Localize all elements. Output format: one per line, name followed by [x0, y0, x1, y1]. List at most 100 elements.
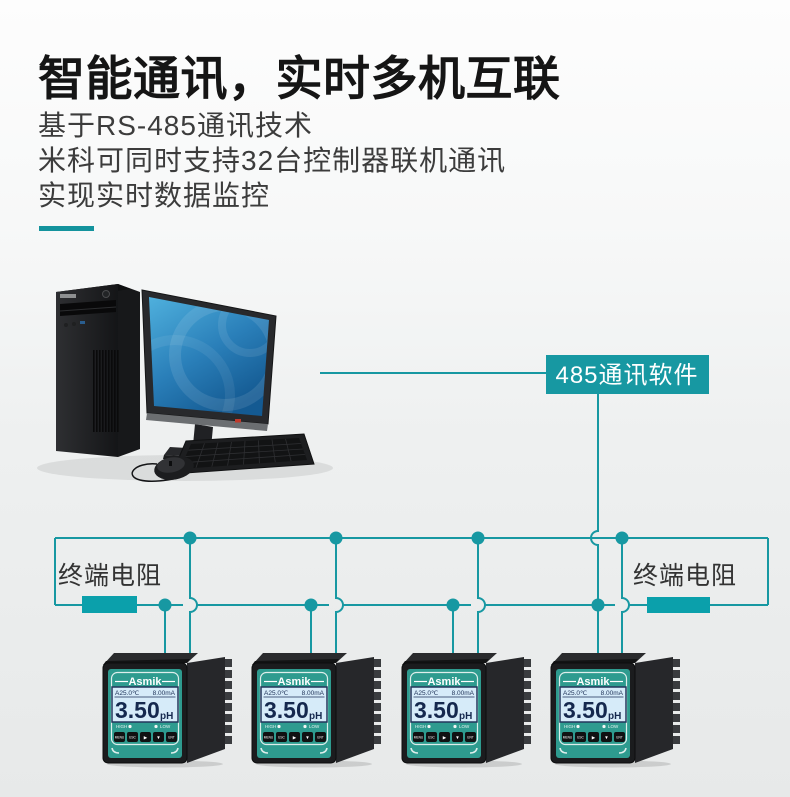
menu-button-glyph: MENU: [563, 736, 573, 740]
device-side-face: [336, 657, 374, 763]
monitor-screen: [149, 297, 269, 416]
optical-drive: [60, 300, 116, 316]
enter-button: [166, 732, 177, 742]
menu-button-glyph: MENU: [115, 736, 125, 740]
high-indicator-led: [427, 724, 431, 729]
monitor-bottom-strip: [146, 413, 268, 431]
teal-divider: [39, 226, 94, 231]
scroll-wheel: [169, 461, 172, 466]
down-arrow-button: [302, 732, 313, 742]
high-indicator-label: HIGH: [116, 724, 127, 729]
lcd-ph-unit: pH: [459, 711, 472, 722]
esc-button: [575, 732, 586, 742]
low-indicator-label: LOW: [459, 724, 470, 729]
menu-button: [413, 732, 424, 742]
key-grid: [182, 438, 306, 469]
low-indicator-led: [602, 724, 606, 729]
down-arrow-button: [601, 732, 612, 742]
ph-controller-device: Asmik A25.0℃ 8.00mA 3.50 pH HIGH LOW MEN…: [102, 653, 232, 768]
menu-button: [562, 732, 573, 742]
enter-button-glyph: ENT: [317, 736, 323, 740]
high-indicator-label: HIGH: [564, 724, 575, 729]
terminal-fins: [374, 659, 381, 744]
panel-corner-mark-left: [111, 747, 120, 754]
down-arrow-icon: ▼: [156, 735, 160, 740]
usb-port: [80, 321, 85, 324]
right-arrow-button: [289, 732, 300, 742]
brand-label: Asmik: [427, 676, 461, 688]
esc-button-glyph: ESC: [129, 736, 136, 740]
high-indicator-led: [128, 724, 132, 729]
lcd-current-reading: 8.00mA: [153, 690, 176, 697]
lcd-temp-reading: A25.0℃: [115, 690, 140, 697]
low-indicator-led: [154, 724, 158, 729]
low-indicator-label: LOW: [160, 724, 171, 729]
power-button-icon: [102, 290, 110, 298]
page-title: 智能通讯，实时多机互联: [38, 52, 561, 105]
front-port: [72, 322, 76, 326]
enter-button: [315, 732, 326, 742]
lcd-ph-value: 3.50: [563, 697, 608, 723]
panel-corner-mark-right: [469, 747, 478, 754]
panel-corner-mark-left: [410, 747, 419, 754]
lcd-display: [410, 686, 478, 723]
panel-corner-mark-right: [170, 747, 179, 754]
menu-button: [263, 732, 274, 742]
low-indicator-led: [453, 724, 457, 729]
device-drop-wires: [164, 538, 630, 655]
brand-label: Asmik: [128, 676, 162, 688]
software-drop-wire: [590, 394, 599, 655]
vent-grille: [93, 350, 119, 432]
esc-button: [127, 732, 138, 742]
low-indicator-led: [303, 724, 307, 729]
high-indicator-led: [277, 724, 281, 729]
lcd-ph-unit: pH: [160, 711, 173, 722]
terminal-resistor-block-right: [647, 597, 710, 613]
enter-button-glyph: ENT: [168, 736, 174, 740]
esc-button-glyph: ESC: [577, 736, 584, 740]
esc-button-glyph: ESC: [278, 736, 285, 740]
right-arrow-button: [439, 732, 450, 742]
lcd-ph-value: 3.50: [115, 697, 160, 723]
subtitle-line-2: 米科可同时支持32台控制器联机通讯: [38, 145, 507, 176]
tower-logo: [60, 294, 76, 298]
lcd-ph-value: 3.50: [264, 697, 309, 723]
low-indicator-label: LOW: [309, 724, 320, 729]
lcd-temp-reading: A25.0℃: [414, 690, 439, 697]
low-indicator-label: LOW: [608, 724, 619, 729]
device-buttons: MENU ESC ▶ ▼ ENT: [114, 732, 177, 742]
device-buttons: MENU ESC ▶ ▼ ENT: [263, 732, 326, 742]
software-label: 485通讯软件: [546, 355, 709, 394]
bus-junction-dots: [158, 531, 629, 612]
lcd-temp-reading: A25.0℃: [563, 690, 588, 697]
lcd-current-reading: 8.00mA: [601, 690, 624, 697]
terminal-resistor-label-left: 终端电阻: [58, 562, 162, 590]
menu-button-glyph: MENU: [264, 736, 274, 740]
terminal-resistor-label-right: 终端电阻: [633, 562, 737, 590]
ph-controller-device: Asmik A25.0℃ 8.00mA 3.50 pH HIGH LOW MEN…: [401, 653, 531, 768]
lcd-ph-unit: pH: [608, 711, 621, 722]
software-label-text: 485通讯软件: [555, 362, 698, 389]
menu-button-glyph: MENU: [414, 736, 424, 740]
computer-illustration: [37, 284, 333, 482]
right-arrow-button: [588, 732, 599, 742]
down-arrow-icon: ▼: [604, 735, 608, 740]
down-arrow-button: [153, 732, 164, 742]
mouse-cable: [131, 463, 179, 482]
subtitle-line-3: 实现实时数据监控: [38, 180, 271, 211]
esc-button: [276, 732, 287, 742]
lcd-ph-unit: pH: [309, 711, 322, 722]
brand-label: Asmik: [277, 676, 311, 688]
esc-button: [426, 732, 437, 742]
panel-corner-mark-right: [319, 747, 328, 754]
lcd-current-reading: 8.00mA: [452, 690, 475, 697]
enter-button: [465, 732, 476, 742]
esc-button-glyph: ESC: [428, 736, 435, 740]
right-arrow-icon: ▶: [592, 735, 596, 740]
lcd-temp-reading: A25.0℃: [264, 690, 289, 697]
device-side-face: [486, 657, 524, 763]
panel-corner-mark-left: [559, 747, 568, 754]
device-side-face: [635, 657, 673, 763]
enter-button-glyph: ENT: [467, 736, 473, 740]
keyboard: [171, 433, 315, 475]
